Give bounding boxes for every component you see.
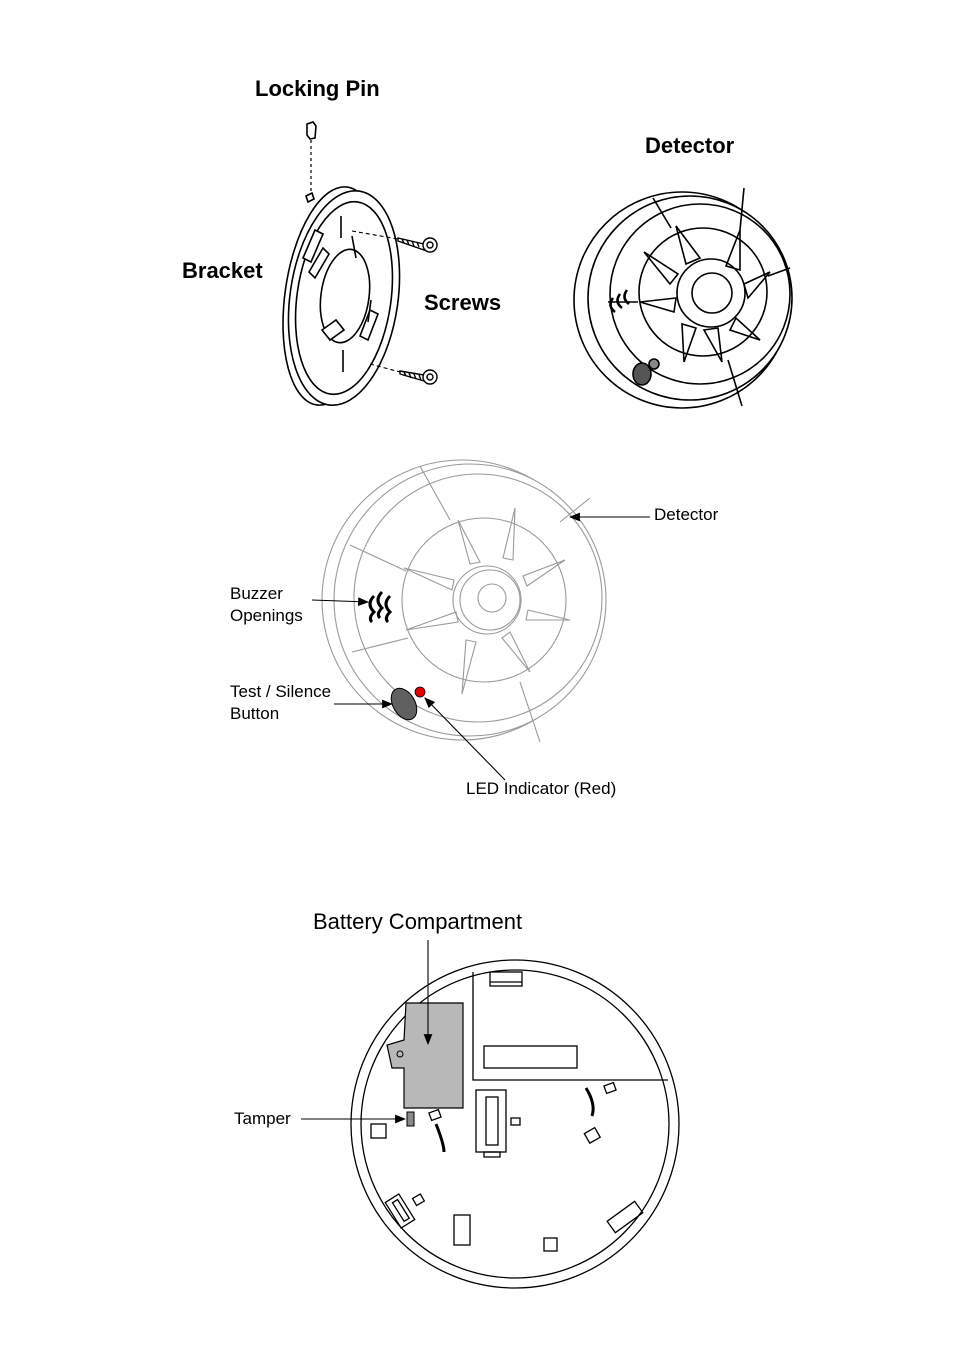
screw-icon [397, 237, 438, 253]
leader-lines-fig2 [311, 512, 650, 781]
bracket-drawing [282, 121, 401, 407]
label-bracket: Bracket [182, 258, 263, 283]
label-screws: Screws [424, 290, 502, 315]
battery-screw-icon [396, 1050, 404, 1058]
label-buzzer-line2: Openings [230, 606, 303, 625]
leader-lines-fig3 [301, 940, 433, 1124]
buzzer-openings-icon [368, 590, 393, 624]
detector-drawing-top [573, 187, 793, 409]
battery-compartment-icon [386, 1002, 464, 1109]
label-led-indicator: LED Indicator (Red) [466, 779, 617, 798]
led-indicator-icon [414, 686, 426, 698]
label-battery-compartment: Battery Compartment [313, 909, 523, 934]
label-detector-fig2: Detector [654, 505, 719, 524]
screw-icon [399, 369, 438, 385]
locking-pin-icon [306, 121, 317, 140]
detector-drawing-labelled [321, 459, 607, 743]
label-test-line1: Test / Silence [230, 682, 332, 701]
label-detector-top: Detector [645, 133, 735, 158]
tamper-switch-icon [406, 1111, 415, 1127]
label-buzzer-line1: Buzzer [230, 584, 283, 603]
label-test-line2: Button [230, 704, 280, 723]
test-silence-button-icon [390, 687, 418, 721]
label-locking-pin: Locking Pin [255, 76, 380, 101]
label-tamper: Tamper [234, 1109, 291, 1128]
detector-base-drawing [350, 959, 680, 1289]
